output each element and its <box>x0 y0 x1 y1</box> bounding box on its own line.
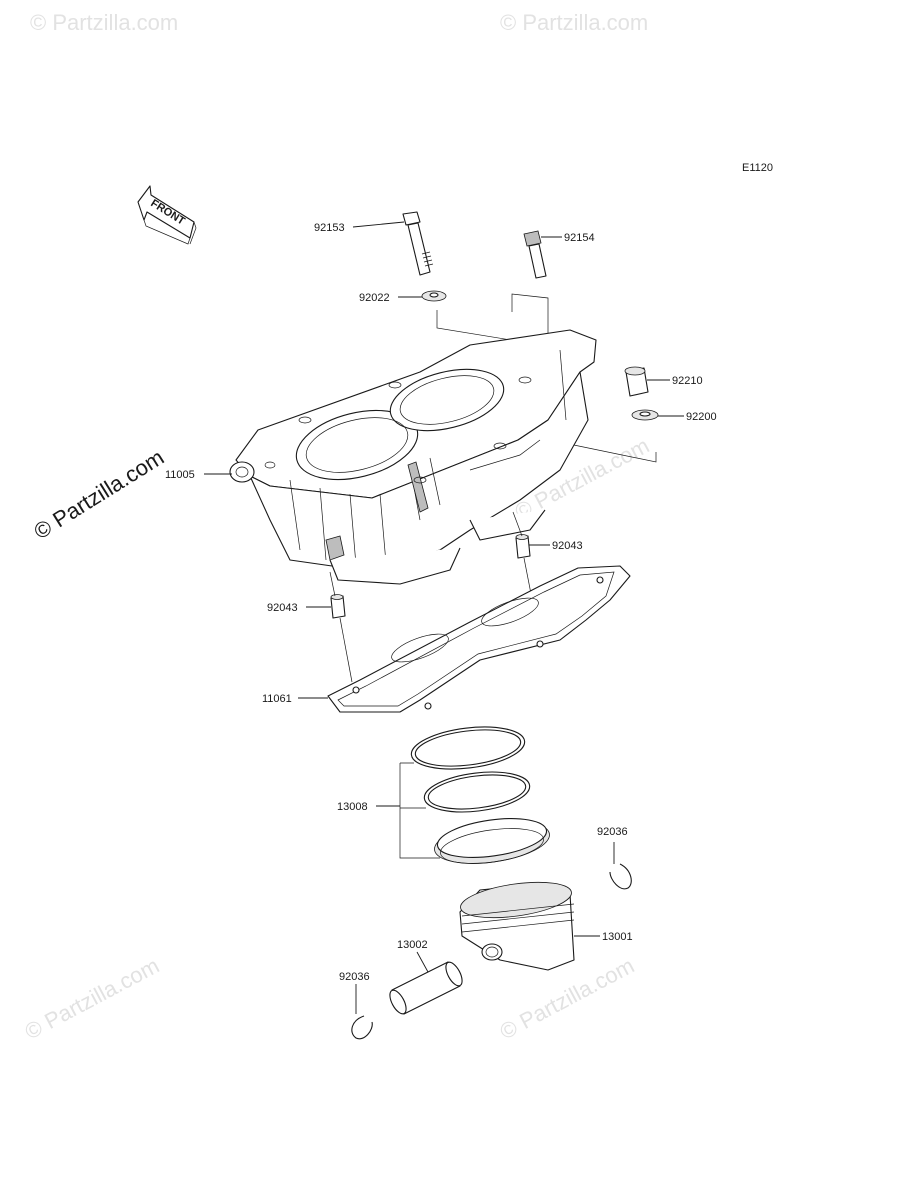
watermark-diagonal: © Partzilla.com <box>29 444 168 544</box>
label-92210: 92210 <box>672 375 703 387</box>
gasket-11061 <box>327 565 631 713</box>
dowel-92043-right <box>515 534 531 559</box>
circlip-92036-left <box>351 1015 373 1040</box>
front-arrow-icon: FRONT <box>137 185 197 245</box>
piston-pin-13002 <box>389 961 463 1015</box>
label-11005: 11005 <box>165 469 195 481</box>
label-13008: 13008 <box>337 801 368 813</box>
bolt-92154 <box>523 230 547 279</box>
washer-92200 <box>631 409 659 421</box>
diagram-code: E1120 <box>742 162 773 174</box>
piston-13001 <box>459 881 575 971</box>
label-92154: 92154 <box>564 232 595 244</box>
watermark-bottom-left: © Partzilla.com <box>21 953 164 1045</box>
bolt-92153 <box>402 211 434 276</box>
label-92043-left: 92043 <box>267 602 298 614</box>
circlip-92036-right <box>609 863 632 890</box>
watermark-bottom-right: © Partzilla.com <box>496 953 639 1045</box>
piston-rings-13008 <box>410 726 550 864</box>
cylinder-block-11005 <box>229 329 597 585</box>
washer-92022 <box>421 290 447 302</box>
watermark-top-right: © Partzilla.com <box>500 10 648 35</box>
label-13002: 13002 <box>397 939 428 951</box>
label-92200: 92200 <box>686 411 717 423</box>
label-92043-right: 92043 <box>552 540 583 552</box>
label-11061: 11061 <box>262 693 292 705</box>
cap-92210 <box>624 366 649 397</box>
label-92153: 92153 <box>314 222 345 234</box>
label-92036-right: 92036 <box>597 826 628 838</box>
label-92022: 92022 <box>359 292 390 304</box>
dowel-92043-left <box>330 594 346 619</box>
label-13001: 13001 <box>602 931 633 943</box>
watermark-top-left: © Partzilla.com <box>30 10 178 35</box>
label-92036-left: 92036 <box>339 971 370 983</box>
